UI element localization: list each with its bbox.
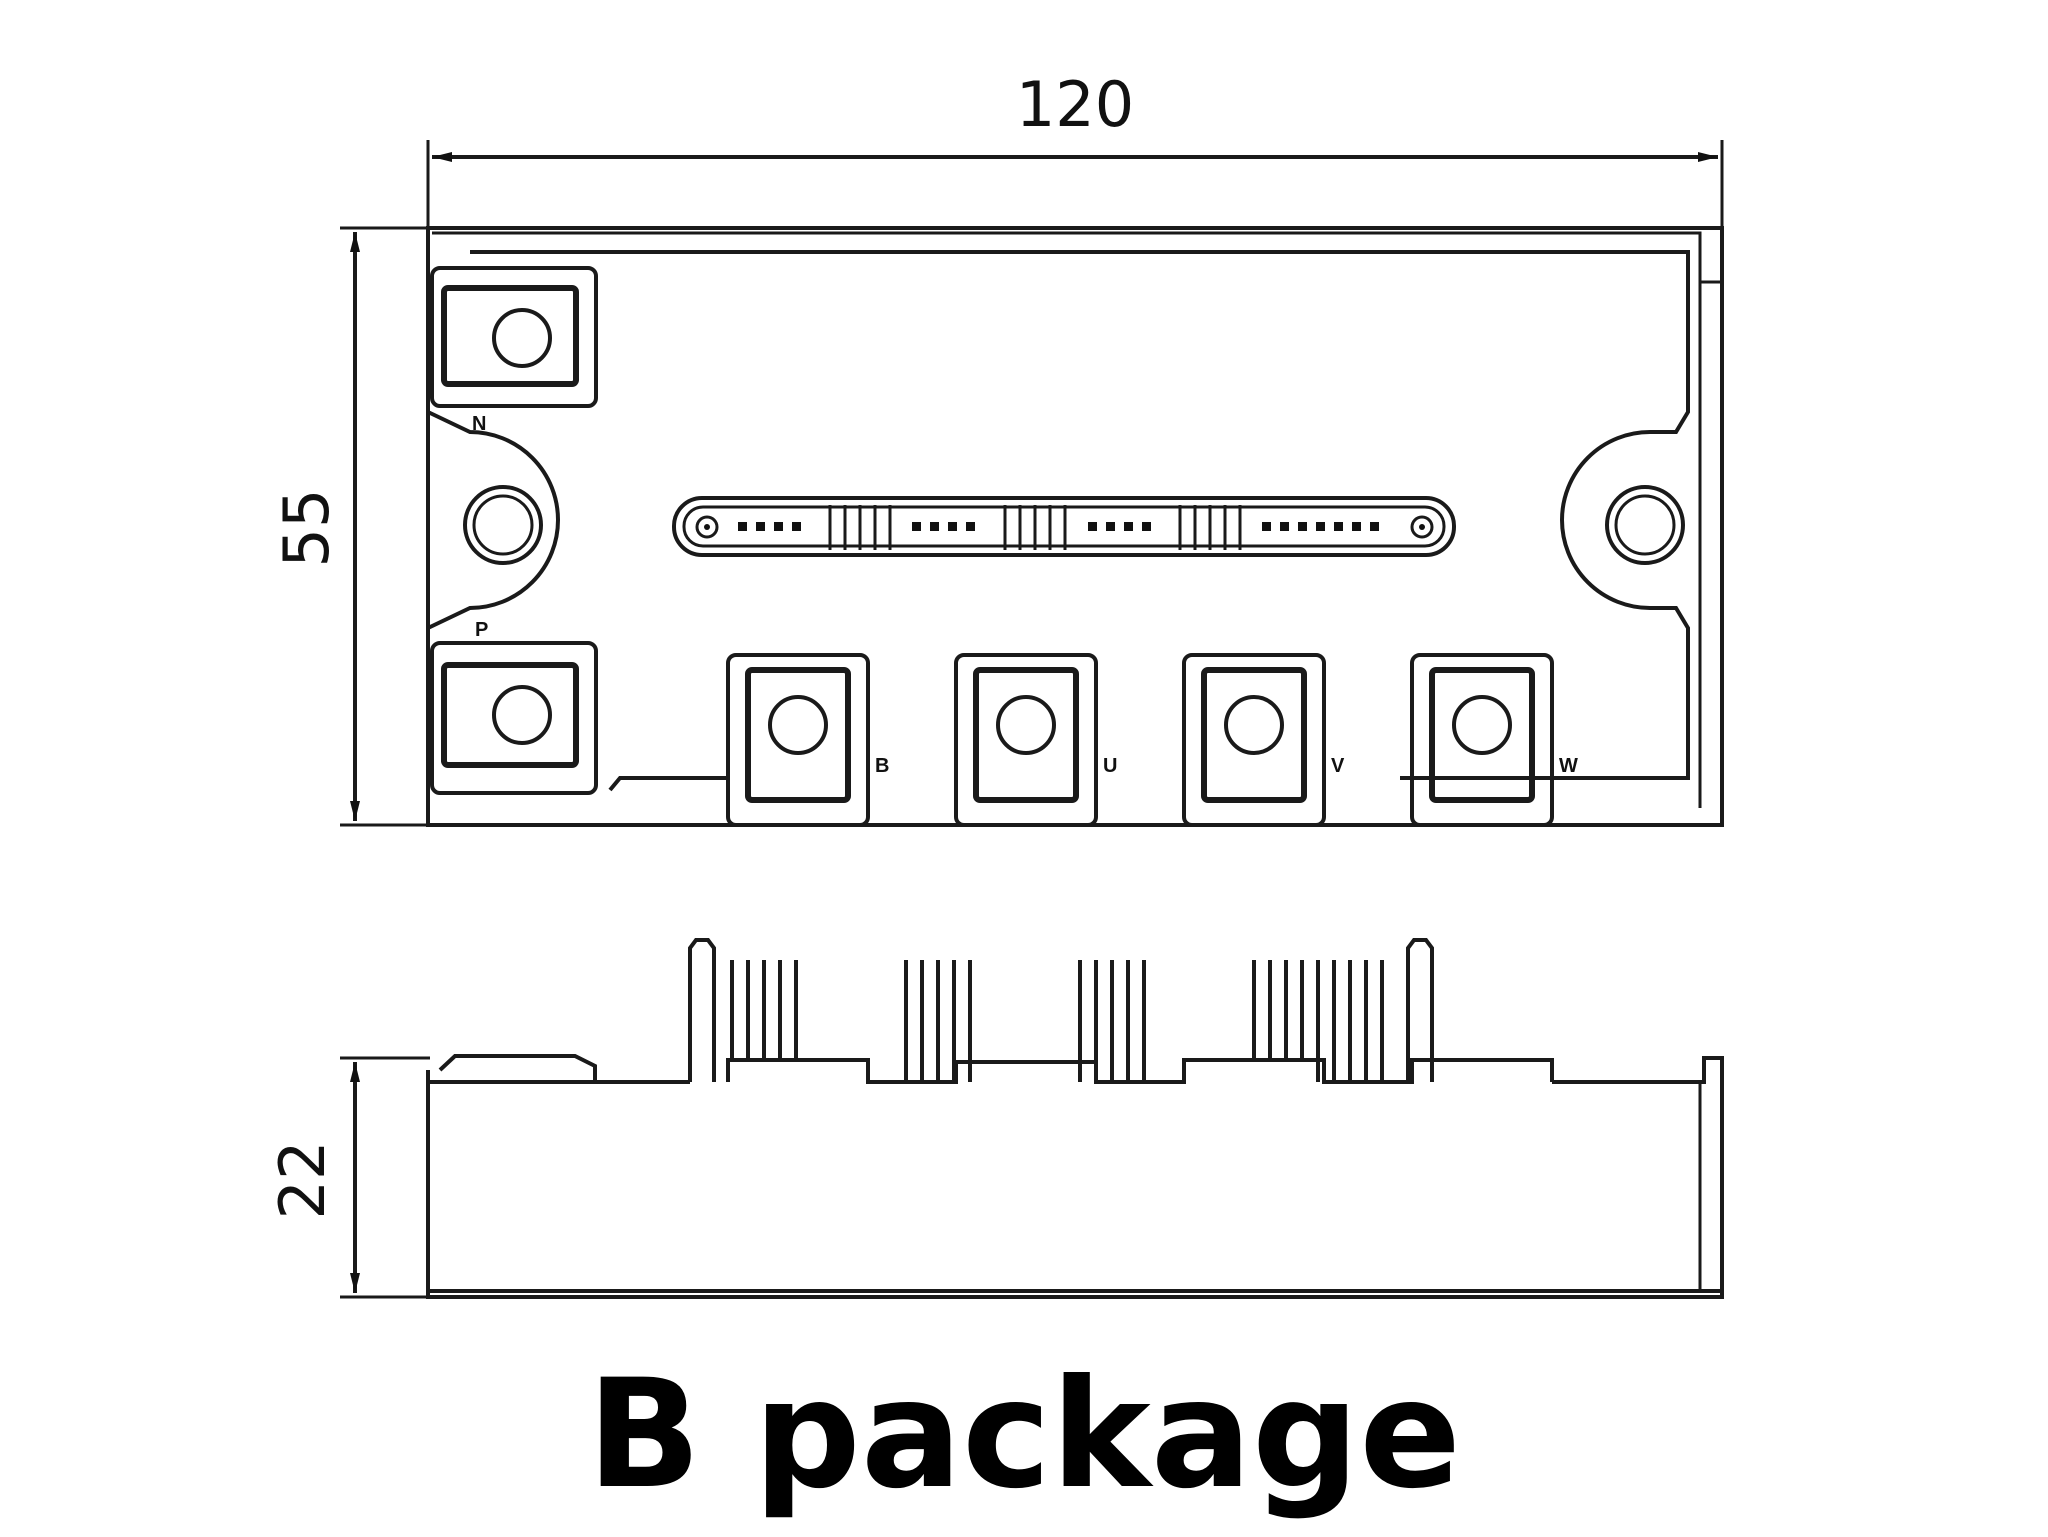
terminal-p [430, 641, 598, 795]
depth-label: 22 [266, 1141, 339, 1220]
terminal-label-v: V [1331, 755, 1345, 777]
height-dimension: 55 [270, 226, 430, 827]
terminal-v [1182, 653, 1326, 827]
terminal-n [430, 266, 598, 408]
terminal-label-n: N [472, 413, 486, 435]
signal-pin-strip [672, 496, 1456, 557]
terminal-label-p: P [475, 619, 488, 641]
width-label: 120 [1016, 68, 1134, 141]
mount-hole-right [1605, 485, 1685, 565]
terminal-b [726, 653, 870, 827]
terminal-label-u: U [1103, 755, 1117, 777]
top-view: N P B U V [426, 226, 1724, 827]
terminal-w [1410, 653, 1554, 827]
terminal-label-w: W [1559, 755, 1578, 777]
terminal-label-b: B [875, 755, 889, 777]
mount-hole-left [463, 485, 543, 565]
terminal-u [954, 653, 1098, 827]
side-view [426, 938, 1724, 1299]
width-dimension: 120 [426, 68, 1724, 228]
package-title: B package [586, 1348, 1462, 1522]
height-label: 55 [270, 489, 343, 568]
depth-dimension: 22 [266, 1056, 430, 1299]
